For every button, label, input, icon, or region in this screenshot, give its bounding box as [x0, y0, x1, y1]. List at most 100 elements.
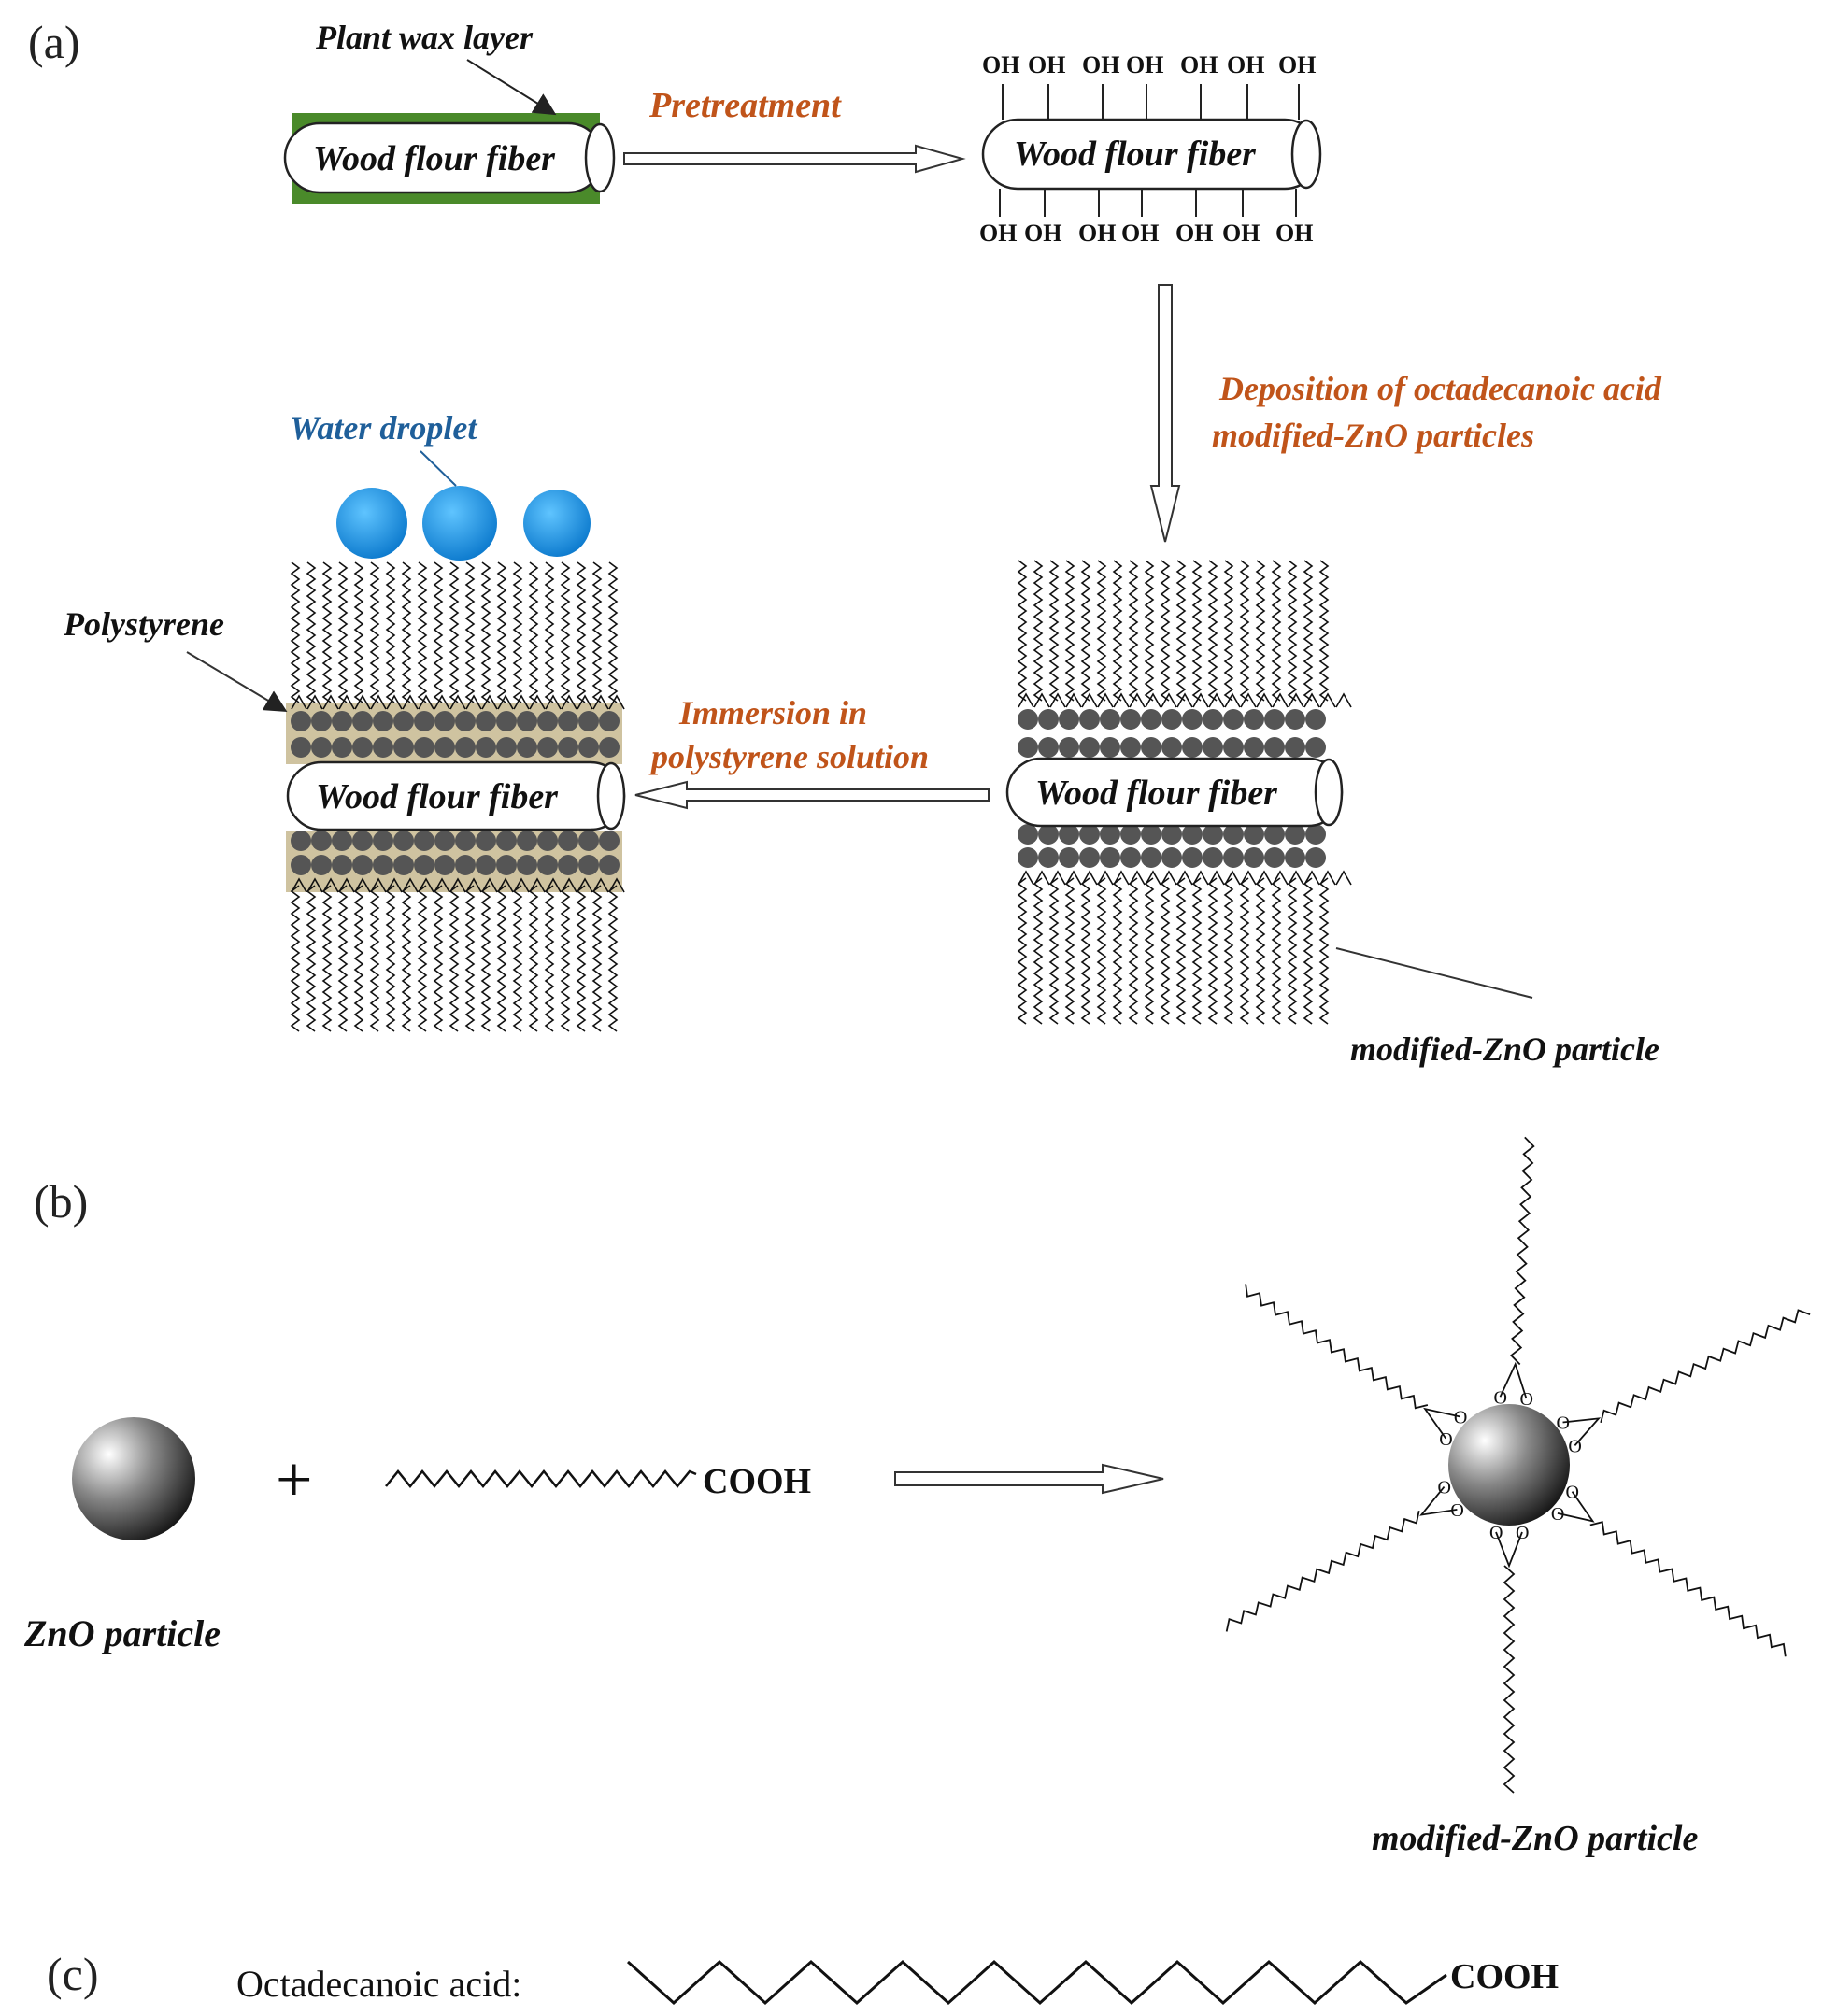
- carboxyl-linkage: [1145, 870, 1161, 886]
- zno-particle-dot: [578, 737, 599, 758]
- carboxyl-linkage: [561, 877, 577, 893]
- zno-particle-dot: [393, 855, 414, 875]
- zno-particle-dot: [558, 737, 578, 758]
- alkyl-chain-bottom: [433, 885, 444, 1032]
- oh-group-bottom: OH: [1275, 220, 1313, 247]
- carboxyl-linkage: [529, 877, 546, 893]
- zno-particle-dot: [578, 855, 599, 875]
- carboxyl-linkage: [1097, 692, 1114, 708]
- zno-particle-dot: [1038, 709, 1059, 730]
- carboxyl-linkage: [322, 694, 339, 710]
- alkyl-chain-bottom: [480, 885, 491, 1032]
- zno-particle-dot: [373, 737, 393, 758]
- zno-particle-dot: [599, 737, 620, 758]
- zno-particle-dot: [414, 711, 434, 731]
- carboxyl-linkage: [1161, 692, 1177, 708]
- zno-particle-dot: [414, 855, 434, 875]
- fiber-end: [596, 761, 626, 831]
- alkyl-chain-bottom: [417, 885, 428, 1032]
- zno-particle-dot: [455, 855, 476, 875]
- zno-particle-dot: [537, 711, 558, 731]
- zno-particle-dot: [517, 855, 537, 875]
- carboxyl-linkage: [592, 877, 609, 893]
- zno-particle-dot: [558, 831, 578, 851]
- alkyl-chain-top: [1239, 560, 1250, 702]
- zno-particle-dot: [599, 855, 620, 875]
- alkyl-arm: [1600, 1309, 1811, 1424]
- carboxyl-linkage: [1208, 692, 1225, 708]
- fiber-2-label: Wood flour fiber: [1014, 135, 1257, 174]
- zno-particle-dot: [455, 711, 476, 731]
- zno-particle-dot: [1100, 709, 1120, 730]
- modified-zno-label-a: modified-ZnO particle: [1350, 1030, 1659, 1068]
- carboxyl-linkage: [1065, 692, 1082, 708]
- oxygen-atom: O: [1557, 1413, 1570, 1434]
- zno-particle-dot: [1203, 824, 1223, 845]
- alkyl-chain-top: [512, 561, 523, 703]
- alkyl-chain-top: [1096, 560, 1107, 702]
- alkyl-chain-top: [1175, 560, 1187, 702]
- alkyl-chain-top: [385, 561, 396, 703]
- pretreatment-label: Pretreatment: [648, 86, 842, 125]
- alkyl-chain-top: [337, 561, 349, 703]
- carboxyl-linkage: [354, 694, 371, 710]
- carboxyl-linkage: [1129, 870, 1146, 886]
- alkyl-chain-bottom: [1048, 877, 1060, 1025]
- alkyl-chain-top: [1303, 560, 1314, 702]
- zno-particle-dot: [455, 737, 476, 758]
- zno-particle-dot: [1018, 847, 1038, 868]
- zno-particle-dot: [373, 831, 393, 851]
- zno-particle-dot: [332, 855, 352, 875]
- alkyl-chain-top: [306, 561, 317, 703]
- carboxyl-linkage: [465, 877, 482, 893]
- carboxyl-linkage: [1065, 870, 1082, 886]
- immersion-label-line1: Immersion in: [678, 694, 867, 731]
- zno-particle-dot: [476, 737, 496, 758]
- fiber-2-end: [1290, 119, 1322, 190]
- carboxyl-linkage: [577, 877, 593, 893]
- zno-particle-dot: [517, 737, 537, 758]
- carboxyl-linkage: [370, 877, 387, 893]
- alkyl-chain-top: [1017, 560, 1028, 702]
- alkyl-chain-top: [417, 561, 428, 703]
- carboxyl-linkage: [465, 694, 482, 710]
- zno-particle-dot: [1182, 824, 1203, 845]
- zno-particle-dot: [373, 855, 393, 875]
- carboxyl-linkage: [418, 877, 434, 893]
- modified-zno-core: [1448, 1404, 1570, 1526]
- alkyl-chain-top: [353, 561, 364, 703]
- alkyl-chain-bottom: [591, 885, 603, 1032]
- carboxyl-linkage: [322, 877, 339, 893]
- carboxyl-linkage: [386, 877, 403, 893]
- zno-particle-dot: [1182, 847, 1203, 868]
- zno-particle-dot: [1244, 847, 1264, 868]
- oh-group-top: OH: [1028, 51, 1065, 78]
- alkyl-chain-bottom: [1128, 877, 1139, 1025]
- carboxyl-linkage: [545, 694, 562, 710]
- alkyl-chain-top: [1064, 560, 1075, 702]
- zno-particle-dot: [352, 831, 373, 851]
- zno-particle-dot: [434, 711, 455, 731]
- carboxyl-linkage: [1319, 692, 1336, 708]
- fiber-with-wax: Wood flour fiber Plant wax layer: [283, 19, 616, 204]
- alkyl-chain-bottom: [1096, 877, 1107, 1025]
- alkyl-chain-top: [1080, 560, 1091, 702]
- panel-a-letter: (a): [28, 16, 80, 68]
- alkyl-chain-bottom: [1271, 877, 1282, 1025]
- zno-particle-dot: [1203, 737, 1223, 758]
- zno-particle-dot: [1018, 824, 1038, 845]
- deposition-label-line1: Deposition of octadecanoic acid: [1218, 370, 1662, 407]
- oh-group-bottom: OH: [1175, 220, 1213, 247]
- zno-particle-dot: [291, 831, 311, 851]
- carboxyl-linkage: [1049, 870, 1066, 886]
- zno-particle-dot: [1285, 737, 1305, 758]
- zno-particle-dot: [1182, 709, 1203, 730]
- polystyrene-callout: Polystyrene: [63, 605, 288, 713]
- cooh-label-c: COOH: [1450, 1957, 1559, 1996]
- zno-particle-dot: [558, 855, 578, 875]
- immersion-label-line2: polystyrene solution: [648, 738, 929, 775]
- zno-particle-dot: [1264, 824, 1285, 845]
- zno-particle-dot: [1120, 824, 1141, 845]
- zno-particle-dot: [414, 831, 434, 851]
